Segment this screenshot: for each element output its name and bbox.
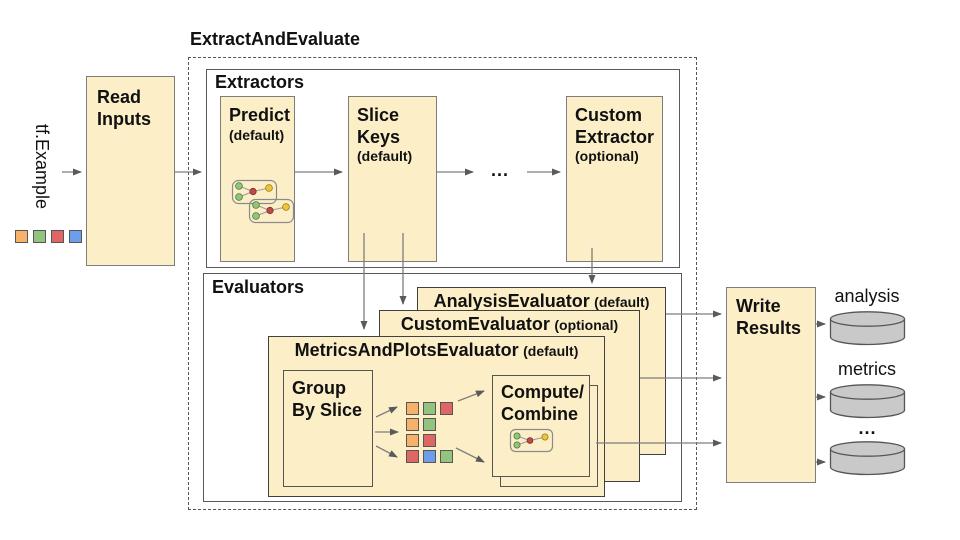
extractors-ellipsis: ... (490, 160, 509, 180)
custom-extractor-box: Custom Extractor (optional) (566, 96, 663, 262)
square-row (406, 418, 457, 434)
square-row (406, 402, 457, 418)
extractors-title: Extractors (215, 72, 305, 92)
blue-square (69, 230, 82, 243)
pipeline-title: ExtractAndEvaluate (190, 29, 361, 49)
custom-extractor-qualifier: (optional) (575, 148, 639, 165)
evaluators-title: Evaluators (212, 277, 305, 297)
write-results-box: Write Results (726, 287, 816, 483)
square-row (406, 450, 457, 466)
red-square (440, 402, 453, 415)
green-square (423, 418, 436, 431)
read-inputs-label: Read Inputs (97, 87, 151, 129)
metrics-database-icon (829, 384, 906, 419)
square-row (406, 434, 457, 450)
read-inputs-box: Read Inputs (86, 76, 175, 266)
square-row (15, 230, 87, 246)
combine-graph-icon (509, 428, 554, 453)
group-by-slice-box: Group By Slice (283, 370, 373, 487)
red-square (423, 434, 436, 447)
orange-square (406, 402, 419, 415)
tf-example-label: tf.Example (32, 124, 52, 210)
slice-keys-extractor-box: Slice Keys (default) (348, 96, 437, 262)
compute-combine-label: Compute/ Combine (501, 382, 584, 424)
extractors-container: Extractors (206, 69, 680, 268)
green-square (423, 402, 436, 415)
custom-evaluator-qualifier: (optional) (554, 317, 619, 333)
other-database-icon (829, 441, 906, 476)
model-graph-cell (231, 179, 278, 205)
analysis-evaluator-label: AnalysisEvaluator (433, 291, 590, 311)
custom-evaluator-label: CustomEvaluator (400, 314, 550, 334)
group-by-slice-label: Group By Slice (292, 378, 363, 420)
input-legend-squares (15, 230, 87, 246)
blue-square (423, 450, 436, 463)
metrics-and-plots-evaluator-qualifier: (default) (523, 343, 579, 359)
compute-combine-box: Compute/ Combine (492, 375, 590, 477)
predict-label: Predict (229, 105, 291, 125)
green-square (33, 230, 46, 243)
extract-and-evaluate-container (188, 57, 697, 510)
red-square (51, 230, 64, 243)
analysis-evaluator-qualifier: (default) (594, 294, 650, 310)
output-metrics-label: metrics (838, 359, 896, 379)
slice-keys-label: Slice Keys (357, 105, 401, 147)
write-results-label: Write Results (736, 296, 802, 338)
orange-square (406, 418, 419, 431)
orange-square (15, 230, 28, 243)
orange-square (406, 434, 419, 447)
predict-qualifier: (default) (229, 126, 285, 143)
slice-keys-qualifier: (default) (357, 148, 413, 165)
red-square (406, 450, 419, 463)
metrics-and-plots-evaluator-label: MetricsAndPlotsEvaluator (294, 340, 519, 360)
model-graph-icon (231, 179, 295, 224)
model-graph-cell (248, 198, 295, 224)
evaluators-container: Evaluators (203, 273, 682, 502)
slice-grid-squares (406, 402, 457, 466)
custom-extractor-label: Custom Extractor (575, 105, 655, 147)
analysis-database-icon (829, 311, 906, 346)
output-ellipsis-label: ... (858, 418, 877, 438)
green-square (440, 450, 453, 463)
output-analysis-label: analysis (834, 286, 900, 306)
predict-extractor-box: Predict (default) (220, 96, 295, 262)
